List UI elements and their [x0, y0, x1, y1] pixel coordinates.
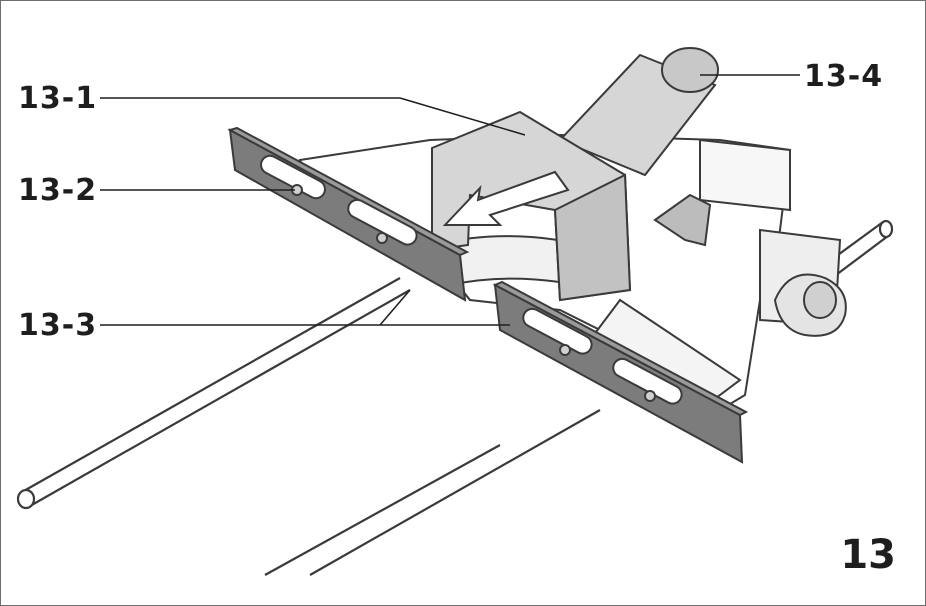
figure-number: 13: [840, 532, 896, 578]
direction-arrow: [442, 170, 570, 226]
callout-13-1: 13-1: [18, 81, 98, 116]
callout-13-4: 13-4: [804, 59, 884, 94]
lever: [653, 193, 712, 247]
callout-13-2: 13-2: [18, 173, 98, 208]
locking-knob: [773, 273, 847, 337]
slotted-plate-left: [227, 126, 470, 302]
u-bracket: [431, 110, 632, 302]
callout-13-3: 13-3: [18, 308, 98, 343]
centering-pin: [558, 47, 719, 177]
base-plate: [298, 133, 842, 412]
leader-lines: [100, 74, 800, 326]
slotted-plate-right: [492, 280, 749, 464]
